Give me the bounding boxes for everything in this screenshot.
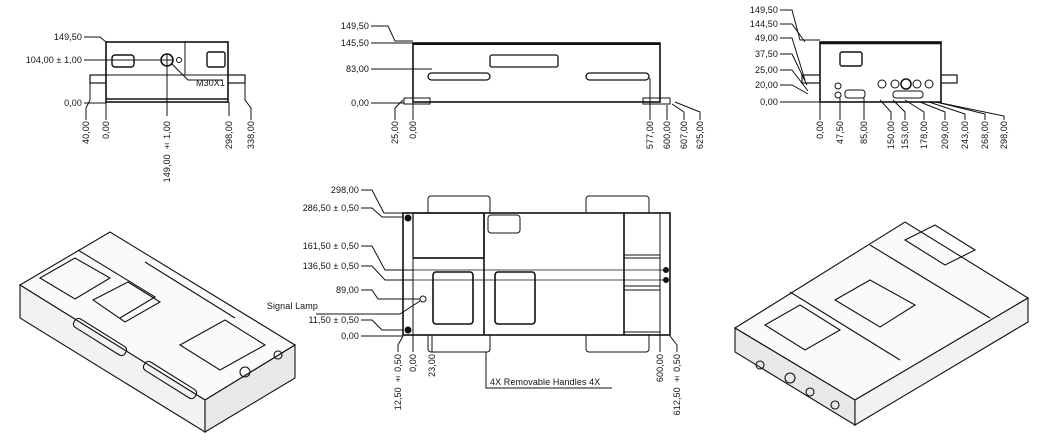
enclosure-outline (402, 212, 671, 336)
dimension-label: 0,00 (351, 98, 369, 108)
dimension-label: 136,50 ± 0,50 (302, 261, 359, 271)
dimension-label: 25,00 (390, 121, 400, 145)
dimension-label: 104,00 ± 1,00 (25, 55, 82, 65)
dimension-label: 25,00 (754, 65, 778, 75)
dimension-label: 612,50 ± 0,50 (672, 354, 682, 416)
dimension-label: 23,00 (427, 354, 437, 378)
handle (585, 333, 650, 353)
dimension-label: 0,00 (815, 121, 825, 139)
callout-label: M30X1 (196, 78, 226, 88)
dimension-label: 0,00 (760, 97, 778, 107)
front-view-drawing (84, 36, 252, 120)
dimension-label: 0,00 (101, 121, 111, 139)
dimension-label: 150,00 (886, 121, 896, 150)
dimension-label: 0,00 (408, 121, 418, 139)
dimension-label: 12,50 ± 0,50 (393, 354, 403, 411)
handle (427, 195, 491, 215)
dimension-label: 0,00 (408, 354, 418, 372)
dimension-label: 11,50 ± 0,50 (308, 315, 359, 325)
dimension-label: 20,00 (754, 80, 778, 90)
dimension-label: 0,00 (341, 331, 359, 341)
handle (585, 195, 650, 215)
dimension-label: 243,00 (960, 121, 970, 150)
foot-right (642, 97, 671, 105)
dimension-label: 149,50 (340, 21, 369, 31)
dimension-label: 0,00 (64, 98, 82, 108)
dimension-label: 153,00 (900, 121, 910, 150)
dimension-label: 600,00 (655, 354, 665, 383)
dimension-label: 145,50 (340, 38, 369, 48)
isometric-view-left (18, 231, 297, 433)
dimension-label: 600,00 (662, 121, 672, 150)
dimension-label: 149,00 ± 1,00 (162, 121, 172, 183)
top-view-drawing (316, 189, 678, 389)
dimension-label: 47,50 (835, 121, 845, 145)
dimension-label: 577,00 (645, 121, 655, 150)
dimension-label: 161,50 ± 0,50 (302, 241, 359, 251)
dimension-label: 178,00 (919, 121, 929, 150)
foot-left (403, 97, 431, 105)
dimension-label: 89,00 (335, 285, 359, 295)
callout-label: 4X Removable Handles 4X (490, 377, 601, 387)
cover-plate (432, 271, 474, 325)
handle (427, 333, 491, 353)
dimension-label: 85,00 (859, 121, 869, 145)
handle-slot (585, 72, 650, 81)
rear-view-drawing (780, 9, 1005, 120)
dimension-label: 625,00 (695, 121, 705, 150)
side-view-drawing (371, 25, 701, 120)
dimension-label: 607,00 (679, 121, 689, 150)
dimension-label: 149,50 (749, 5, 778, 15)
cover-plate (494, 271, 536, 325)
dimension-label: 209,00 (940, 121, 950, 150)
dimension-label: 49,00 (754, 33, 778, 43)
connector-cutout (111, 54, 135, 68)
dimension-label: 298,00 (224, 121, 234, 150)
isometric-view-right (733, 221, 1030, 426)
signal-lamp-label: Signal Lamp (266, 301, 318, 311)
dimension-label: 37,50 (754, 49, 778, 59)
dimension-label: 149,50 (53, 32, 82, 42)
dimension-label: 298,00 (330, 185, 359, 195)
dimension-label: 268,00 (980, 121, 990, 150)
handle-slot (427, 72, 491, 81)
dimension-label: 286,50 ± 0,50 (302, 203, 359, 213)
dimension-label: 144,50 (749, 19, 778, 29)
dimension-label: 338,00 (246, 121, 256, 150)
dimension-label: 40,00 (81, 121, 91, 145)
dimension-label: 83,00 (345, 64, 369, 74)
dimension-label: 298,00 (999, 121, 1009, 150)
